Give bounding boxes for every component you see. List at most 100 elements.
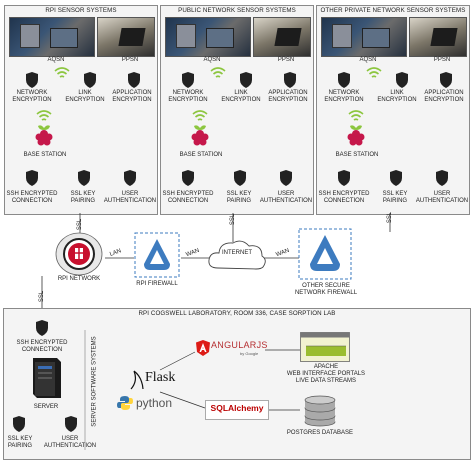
security-label: SSH ENCRYPTED CONNECTION (318, 191, 370, 204)
raspberry-pi-icon (33, 124, 55, 148)
rpi-network-label: RPI NETWORK (57, 276, 101, 282)
security-label: SSH ENCRYPTED CONNECTION (6, 191, 58, 204)
photo-detail (206, 28, 234, 48)
python-label: python (136, 396, 173, 410)
security-label: USER AUTHENTICATION (259, 191, 313, 204)
shield-icon (435, 170, 449, 186)
flask-logo-icon (128, 369, 146, 391)
encryption-label: NETWORK ENCRYPTION (324, 90, 364, 103)
encryption-label: LINK ENCRYPTION (65, 90, 105, 103)
encryption-label: APPLICATION ENCRYPTION (424, 90, 464, 103)
shield-icon (239, 72, 253, 88)
database-icon (303, 392, 337, 428)
shield-icon (283, 72, 297, 88)
security-label: SSL KEY PAIRING (226, 191, 252, 204)
aqsn-photo (165, 17, 251, 57)
shield-icon (83, 72, 97, 88)
wifi-icon (365, 66, 383, 80)
other-firewall-label: OTHER SECURE NETWORK FIREWALL (294, 283, 358, 296)
rpi-firewall-label: RPI FIREWALL (136, 281, 178, 287)
base-station-label: BASE STATION (335, 152, 379, 158)
security-label: SSL KEY PAIRING (70, 191, 96, 204)
security-label: USER AUTHENTICATION (103, 191, 157, 204)
security-label: SSH ENCRYPTED CONNECTION (162, 191, 214, 204)
angular-sub-label: by Google (240, 351, 259, 356)
photo-detail (332, 24, 352, 48)
server-icon (29, 356, 63, 400)
shield-icon (337, 72, 351, 88)
rpi-firewall-icon (134, 232, 180, 278)
aqsn-label: AQSN (203, 57, 221, 63)
encryption-label: NETWORK ENCRYPTION (168, 90, 208, 103)
ppsn-photo (409, 17, 467, 57)
shield-icon (181, 170, 195, 186)
internet-label: INTERNET (222, 250, 252, 256)
ppsn-label: PPSN (433, 57, 451, 63)
raspberry-pi-icon (189, 124, 211, 148)
shield-icon (279, 170, 293, 186)
raspberry-pi-icon (345, 124, 367, 148)
ppsn-label: PPSN (277, 57, 295, 63)
panel-title: RPI SENSOR SYSTEMS (45, 7, 117, 14)
shield-icon (233, 170, 247, 186)
lab-title: RPI COGSWELL LABORATORY, ROOM 336, CASE … (138, 310, 336, 317)
internet-cloud-icon (206, 236, 268, 274)
shield-icon (181, 72, 195, 88)
shield-icon (123, 170, 137, 186)
base-station-label: BASE STATION (23, 152, 67, 158)
ppsn-photo (97, 17, 155, 57)
aqsn-photo (321, 17, 407, 57)
panel-title: OTHER PRIVATE NETWORK SENSOR SYSTEMS (320, 7, 466, 14)
shield-icon (439, 72, 453, 88)
rpi-network-seal-icon (54, 232, 104, 276)
ppsn-photo (253, 17, 311, 57)
security-label: USER AUTHENTICATION (415, 191, 469, 204)
postgres-label: POSTGRES DATABASE (286, 430, 354, 436)
angular-label: ANGULARJS (211, 340, 268, 350)
shield-icon (25, 72, 39, 88)
security-label: SSL KEY PAIRING (382, 191, 408, 204)
sensor-panel: PUBLIC NETWORK SENSOR SYSTEMS AQSN PPSN NE… (160, 5, 314, 215)
server-label: SERVER (33, 404, 59, 410)
photo-detail (362, 28, 390, 48)
aqsn-label: AQSN (359, 57, 377, 63)
base-station-label: BASE STATION (179, 152, 223, 158)
shield-icon (77, 170, 91, 186)
encryption-label: LINK ENCRYPTION (221, 90, 261, 103)
shield-icon (12, 416, 26, 432)
shield-icon (389, 170, 403, 186)
aqsn-label: AQSN (47, 57, 65, 63)
flask-label: Flask (145, 370, 176, 385)
software-systems-label: SERVER SOFTWARE SYSTEMS (91, 336, 98, 427)
lab-user-label: USER AUTHENTICATION (43, 436, 97, 449)
wifi-icon (35, 109, 53, 123)
apache-console-icon (300, 332, 350, 362)
panel-title: PUBLIC NETWORK SENSOR SYSTEMS (178, 7, 296, 14)
wifi-icon (209, 66, 227, 80)
shield-icon (337, 170, 351, 186)
other-firewall-icon (298, 228, 352, 280)
sensor-panel: OTHER PRIVATE NETWORK SENSOR SYSTEMS AQS… (316, 5, 470, 215)
ppsn-label: PPSN (121, 57, 139, 63)
wifi-icon (191, 109, 209, 123)
apache-label: APACHE WEB INTERFACE PORTALS LIVE DATA S… (286, 364, 366, 384)
shield-icon (35, 320, 49, 336)
photo-detail (176, 24, 196, 48)
angular-logo-icon (196, 340, 210, 356)
shield-icon (395, 72, 409, 88)
lab-ssh-label: SSH ENCRYPTED CONNECTION (16, 340, 68, 353)
sqlalchemy-label: SQLAlchemy (210, 403, 264, 413)
photo-detail (20, 24, 40, 48)
wifi-icon (53, 66, 71, 80)
sqlalchemy-logo: SQLAlchemy (205, 400, 269, 420)
lab-panel: RPI COGSWELL LABORATORY, ROOM 336, CASE … (3, 308, 471, 460)
encryption-label: LINK ENCRYPTION (377, 90, 417, 103)
shield-icon (25, 170, 39, 186)
encryption-label: APPLICATION ENCRYPTION (268, 90, 308, 103)
encryption-label: APPLICATION ENCRYPTION (112, 90, 152, 103)
photo-detail (50, 28, 78, 48)
aqsn-photo (9, 17, 95, 57)
